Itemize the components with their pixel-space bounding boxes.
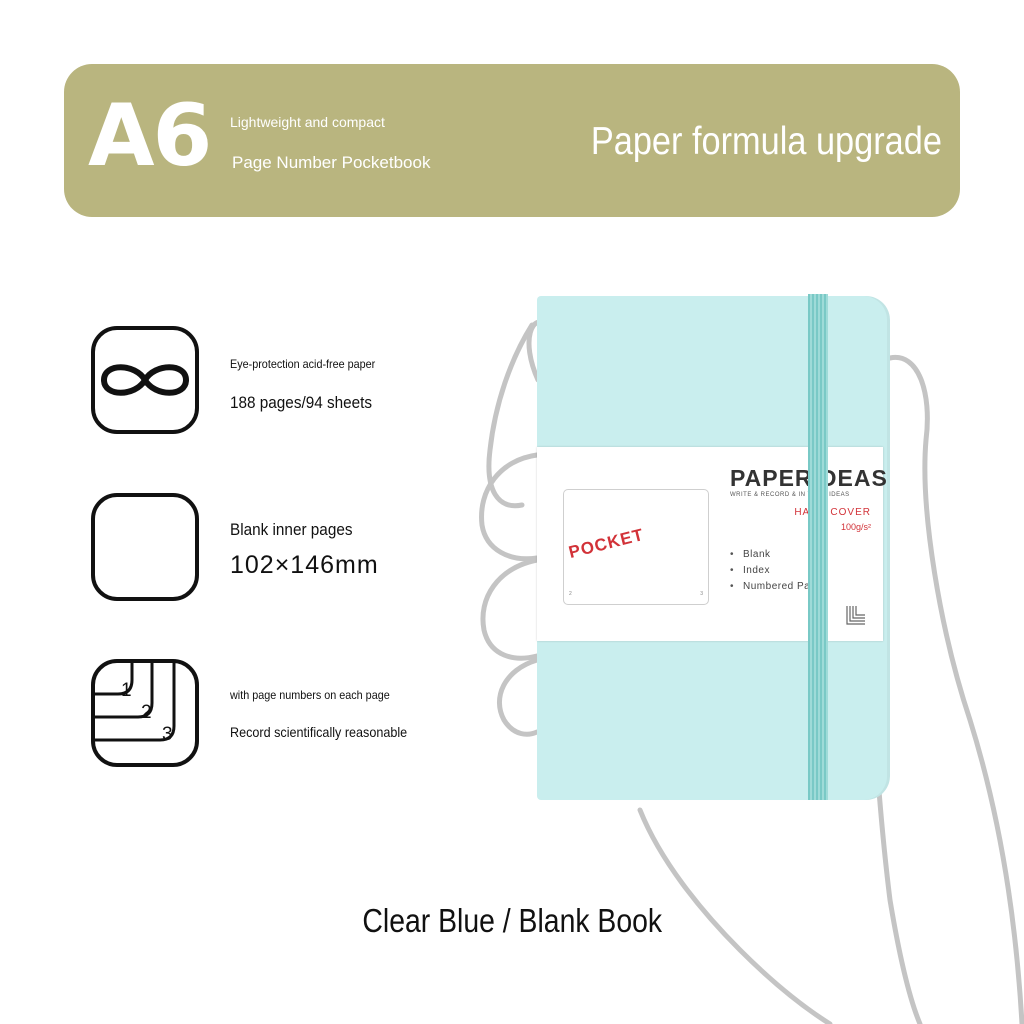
- feature-2-detail: 102×146mm: [230, 551, 379, 579]
- window-page-number-right: 3: [700, 591, 703, 597]
- banner-subtitle-2: Page Number Pocketbook: [232, 153, 431, 172]
- page-numbers-icon: 1 2 3: [91, 659, 199, 767]
- paper-weight: 100g/s²: [840, 522, 871, 532]
- feature-2-caption: Blank inner pages: [230, 520, 353, 539]
- stacked-pages-icon: [846, 606, 865, 625]
- pocket-stamp: POCKET: [566, 525, 646, 563]
- product-caption: Clear Blue / Blank Book: [362, 902, 662, 939]
- size-label: A6: [88, 86, 212, 186]
- pocket-window: POCKET 2 3: [563, 489, 709, 605]
- feature-3-detail: Record scientifically reasonable: [230, 724, 408, 740]
- feature-3-caption: with page numbers on each page: [230, 688, 390, 702]
- notebook-sleeve: POCKET 2 3 PAPERIDEAS WRITE & RECORD & I…: [537, 447, 887, 641]
- rounded-square-icon: [91, 493, 199, 601]
- brand-tagline: WRITE & RECORD & IN YOUR IDEAS: [730, 492, 850, 498]
- page-digit-2: 2: [141, 702, 152, 723]
- page-digit-1: 1: [121, 680, 132, 701]
- window-page-number-left: 2: [569, 591, 572, 597]
- page-digit-3: 3: [162, 724, 173, 745]
- elastic-band: [808, 294, 828, 800]
- banner-headline: Paper formula upgrade: [590, 120, 942, 163]
- header-banner: A6 Lightweight and compact Page Number P…: [64, 64, 960, 217]
- list-item: Blank: [730, 547, 828, 563]
- cover-type: HARD COVER: [794, 507, 871, 518]
- page-type-list: Blank Index Numbered Pages: [730, 547, 828, 595]
- feature-1-detail: 188 pages/94 sheets: [230, 393, 373, 412]
- feature-1-caption: Eye-protection acid-free paper: [230, 357, 376, 371]
- infinity-icon: [91, 326, 199, 434]
- product-caption-wrap: Clear Blue / Blank Book: [0, 902, 1024, 940]
- list-item: Numbered Pages: [730, 579, 828, 595]
- banner-subtitle-1: Lightweight and compact: [230, 114, 385, 130]
- list-item: Index: [730, 563, 828, 579]
